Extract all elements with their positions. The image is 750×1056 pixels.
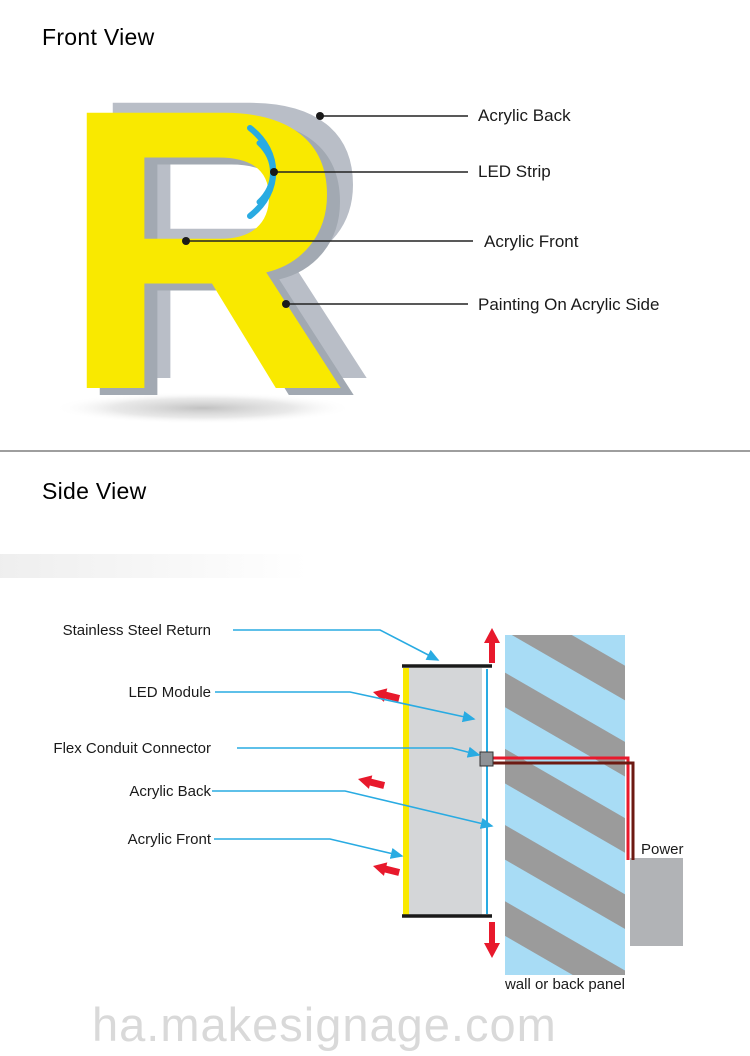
- down-arrow-icon: [484, 922, 500, 958]
- light-arrow-top-icon: [373, 688, 401, 702]
- callout-label-acrylic-front: Acrylic Front: [484, 232, 579, 251]
- letter-r-side-edge: R: [73, 33, 362, 480]
- side-label-stainless-steel-return: Stainless Steel Return: [62, 622, 211, 639]
- side-label-acrylic-front: Acrylic Front: [127, 831, 211, 848]
- up-arrow-icon: [484, 628, 500, 663]
- side-label-acrylic-back: Acrylic Back: [129, 783, 211, 800]
- watermark-text: ha.makesignage.com: [92, 998, 557, 1051]
- letter-drop-shadow: [53, 392, 353, 424]
- conduit-wire-red: [492, 756, 630, 860]
- callout-dot-painting-side: [282, 300, 290, 308]
- acrylic-front-strip: [403, 668, 409, 915]
- callout-dot-acrylic-back: [316, 112, 324, 120]
- wall-panel-hatched: [505, 635, 625, 975]
- callout-label-painting-side: Painting On Acrylic Side: [478, 295, 660, 314]
- conduit-wire-dark: [492, 761, 635, 860]
- front-view-title: Front View: [42, 24, 155, 50]
- section-divider: [0, 450, 750, 452]
- leader-stainless-steel-return: [233, 629, 440, 661]
- front-callout-lines: [186, 115, 473, 305]
- front-callout-dots: [182, 112, 324, 308]
- letter-body-section: [409, 668, 482, 915]
- power-label: Power: [641, 841, 684, 858]
- leader-acrylic-front: [214, 838, 404, 859]
- light-arrow-middle-icon: [358, 775, 386, 789]
- callout-dot-led-strip: [270, 168, 278, 176]
- callout-label-acrylic-back: Acrylic Back: [478, 106, 571, 125]
- light-emission-arrows: [358, 688, 401, 876]
- leader-acrylic-back: [212, 790, 494, 829]
- background-gradient-band: [0, 554, 308, 578]
- leader-led-module: [215, 691, 476, 723]
- callout-dot-acrylic-front: [182, 237, 190, 245]
- letter-r-acrylic-face: R: [60, 26, 349, 473]
- side-view-title: Side View: [42, 478, 147, 504]
- flex-conduit-connector-block: [479, 751, 494, 767]
- leader-flex-conduit-connector: [237, 746, 481, 758]
- side-leader-lines: [212, 629, 494, 859]
- light-arrow-bottom-icon: [373, 862, 401, 876]
- letter-r-acrylic-back: R: [86, 16, 375, 463]
- side-label-led-module: LED Module: [128, 684, 211, 701]
- side-label-flex-conduit-connector: Flex Conduit Connector: [53, 740, 211, 757]
- power-box: [630, 858, 683, 946]
- callout-label-led-strip: LED Strip: [478, 162, 551, 181]
- wall-or-back-panel-label: wall or back panel: [504, 976, 626, 993]
